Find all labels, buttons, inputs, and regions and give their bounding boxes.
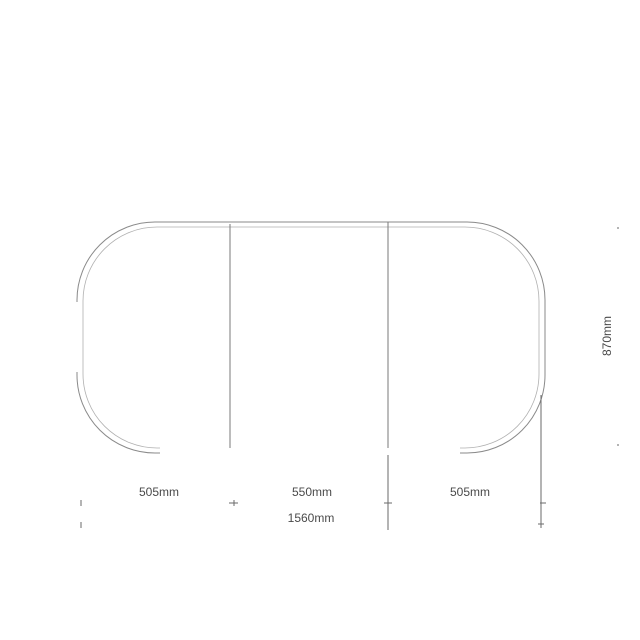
segment-right-label: 505mm: [450, 485, 490, 499]
depth-label: 870mm: [600, 316, 614, 356]
outline-gap-left: [70, 302, 82, 372]
extension-lines: [80, 395, 546, 530]
total-length-label: 1560mm: [288, 511, 335, 525]
segment-middle-label: 550mm: [292, 485, 332, 499]
table-outline: [70, 221, 546, 456]
table-outline-outer: [76, 221, 546, 454]
segment-left-label: 505mm: [139, 485, 179, 499]
outline-gap-bottom: [160, 446, 460, 456]
table-outline-inner: [82, 226, 540, 449]
